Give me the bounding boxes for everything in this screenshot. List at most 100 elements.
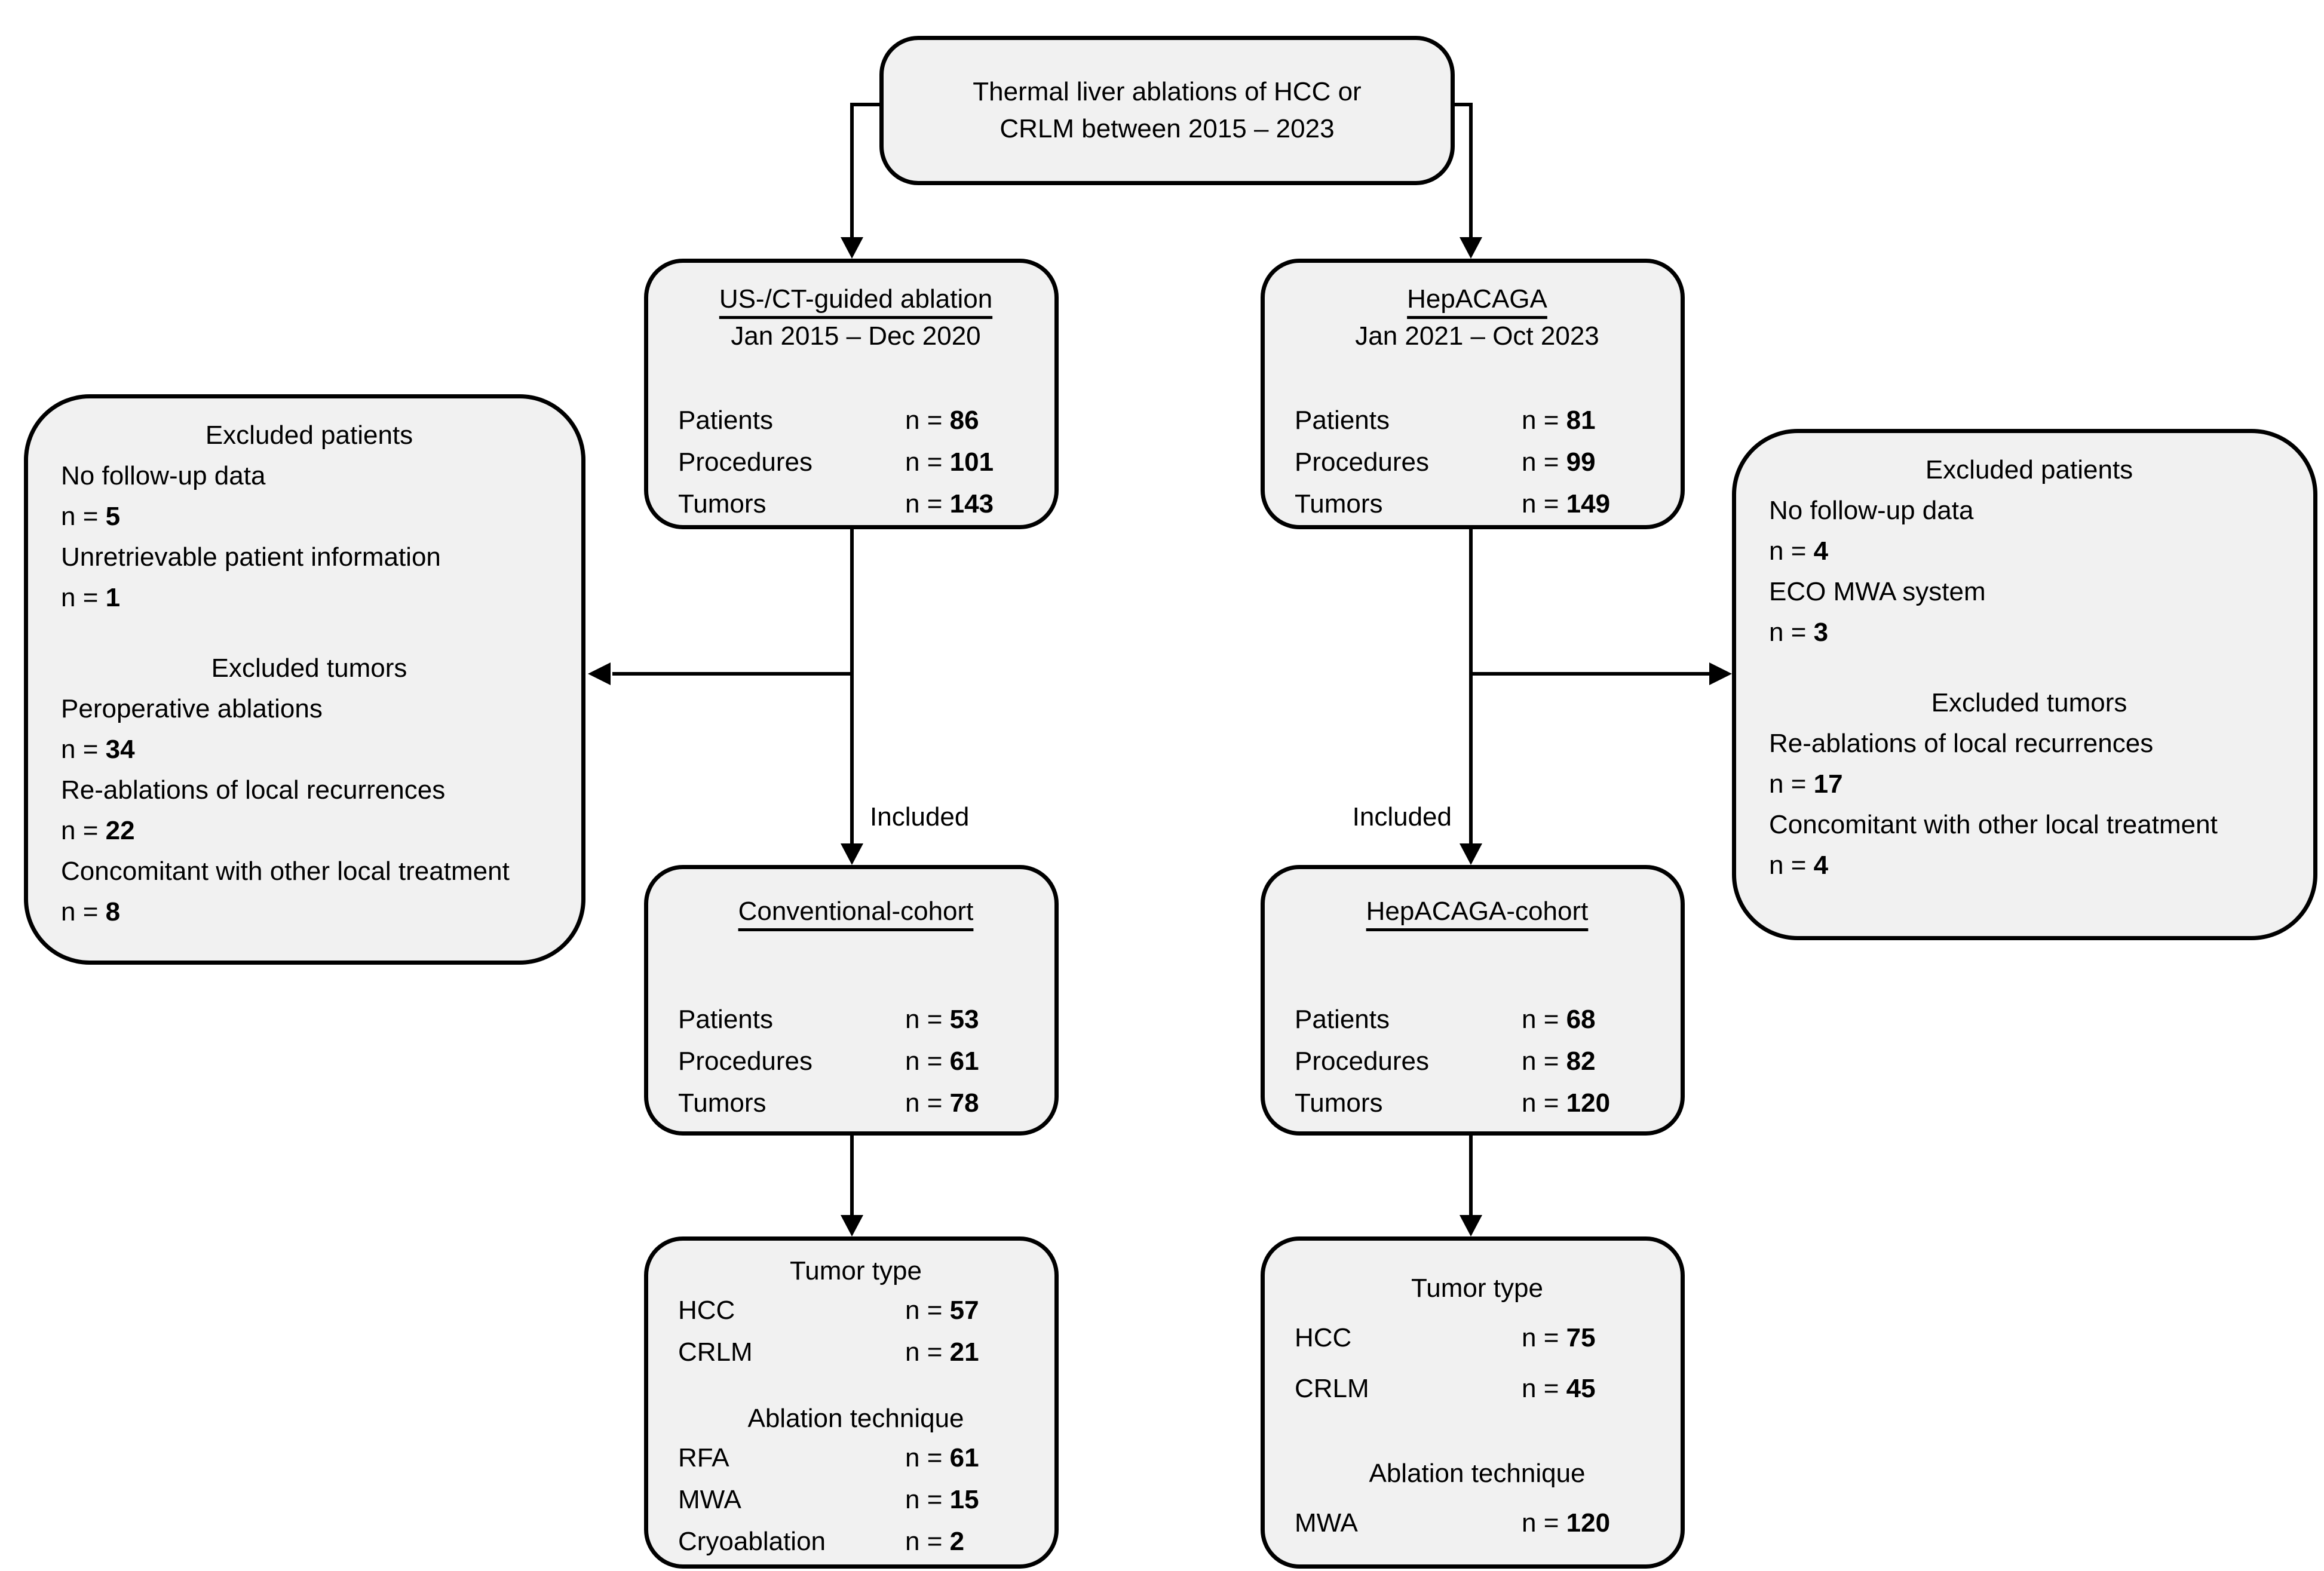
connector-root-to-conventional-source — [850, 103, 879, 239]
n-number: 120 — [1566, 1088, 1611, 1118]
excluded-patients-heading: Excluded patients — [205, 421, 413, 450]
arrowhead-down-icon — [841, 237, 863, 259]
arrowhead-left-icon — [588, 662, 611, 685]
n-prefix: n = — [905, 1088, 950, 1118]
n-number: 81 — [1566, 406, 1596, 435]
stat-value: n = 78 — [905, 1082, 1034, 1124]
n-prefix: n = — [1522, 1323, 1566, 1352]
excluded-item-text: ECO MWA system — [1769, 577, 1986, 606]
stat-label: MWA — [678, 1485, 741, 1514]
n-number: 8 — [105, 897, 121, 926]
n-prefix: n = — [1522, 1047, 1566, 1076]
n-number: 149 — [1566, 489, 1611, 518]
stat-row-procedures: Procedures n = 99 — [1295, 441, 1660, 483]
excluded-tumors-heading: Excluded tumors — [211, 653, 407, 683]
stat-label: Tumors — [678, 489, 767, 518]
n-number: 5 — [105, 502, 121, 531]
excluded-item-text: Re-ablations of local recurrences — [1769, 729, 2154, 758]
n-number: 22 — [105, 816, 135, 845]
conventional-tumor-type-stats: HCC n = 57 CRLM n = 21 — [678, 1290, 1034, 1373]
conventional-cohort-box: Conventional-cohort Patients n = 53 Proc… — [644, 865, 1059, 1136]
included-label-hepacaga: Included — [1352, 802, 1452, 831]
conventional-technique-stats: RFA n = 61 MWA n = 15 Cryoablation n = 2 — [678, 1437, 1034, 1563]
stat-row-tumors: Tumors n = 78 — [678, 1082, 1034, 1124]
n-number: 143 — [949, 489, 994, 518]
n-prefix: n = — [905, 447, 950, 477]
n-number: 75 — [1566, 1323, 1596, 1352]
excluded-item-count: n = 1 — [61, 578, 557, 618]
stat-value: n = 99 — [1522, 441, 1660, 483]
stat-label: Procedures — [1295, 1047, 1430, 1076]
n-number: 61 — [949, 1443, 979, 1472]
n-prefix: n = — [905, 1005, 950, 1034]
stat-value: n = 21 — [905, 1331, 1034, 1373]
excluded-item-count: n = 5 — [61, 496, 557, 537]
n-prefix: n = — [905, 1485, 950, 1514]
conventional-excluded-box: Excluded patients No follow-up data n = … — [24, 394, 585, 965]
n-number: 45 — [1566, 1374, 1596, 1403]
n-prefix: n = — [61, 897, 106, 926]
stat-row-mwa: MWA n = 120 — [1295, 1498, 1660, 1548]
stat-value: n = 61 — [905, 1041, 1034, 1082]
stat-value: n = 101 — [905, 441, 1034, 483]
n-prefix: n = — [1522, 1005, 1566, 1034]
n-number: 78 — [949, 1088, 979, 1118]
hepacaga-tumor-type-stats: HCC n = 75 CRLM n = 45 — [1295, 1312, 1660, 1414]
n-number: 99 — [1566, 447, 1596, 477]
n-prefix: n = — [1522, 1088, 1566, 1118]
n-number: 4 — [1813, 536, 1829, 566]
stat-row-rfa: RFA n = 61 — [678, 1437, 1034, 1479]
excluded-item-text: No follow-up data — [61, 461, 266, 490]
stat-label: Patients — [1295, 406, 1390, 435]
excluded-patients-heading: Excluded patients — [1925, 455, 2133, 484]
included-label-conventional: Included — [870, 802, 970, 831]
excluded-item-text: No follow-up data — [1769, 496, 1974, 525]
stat-label: HCC — [1295, 1323, 1352, 1352]
ablation-technique-heading: Ablation technique — [747, 1404, 964, 1433]
stat-label: Tumors — [1295, 489, 1383, 518]
stat-row-tumors: Tumors n = 149 — [1295, 483, 1660, 525]
stat-label: HCC — [678, 1296, 735, 1325]
stat-row-patients: Patients n = 81 — [1295, 400, 1660, 441]
stat-label: CRLM — [1295, 1374, 1369, 1403]
n-prefix: n = — [61, 502, 106, 531]
stat-label: Procedures — [678, 447, 813, 477]
n-prefix: n = — [905, 1296, 950, 1325]
arrowhead-down-icon — [1460, 1215, 1482, 1236]
n-prefix: n = — [905, 1527, 950, 1556]
stat-row-procedures: Procedures n = 82 — [1295, 1041, 1660, 1082]
stat-label: CRLM — [678, 1337, 753, 1367]
n-number: 57 — [949, 1296, 979, 1325]
stat-value: n = 81 — [1522, 400, 1660, 441]
excluded-item-count: n = 4 — [1769, 531, 2289, 572]
n-number: 21 — [949, 1337, 979, 1367]
excluded-item-text: Re-ablations of local recurrences — [61, 775, 446, 805]
stat-row-tumors: Tumors n = 143 — [678, 483, 1034, 525]
stat-value: n = 143 — [905, 483, 1034, 525]
stat-value: n = 120 — [1522, 1498, 1660, 1548]
root-box: Thermal liver ablations of HCC or CRLM b… — [879, 36, 1455, 185]
stat-label: Patients — [678, 1005, 773, 1034]
stat-label: Tumors — [1295, 1088, 1383, 1118]
n-number: 3 — [1813, 618, 1829, 647]
hepacaga-source-title: HepACAGA — [1407, 284, 1547, 314]
hepacaga-cohort-title: HepACAGA-cohort — [1366, 897, 1589, 926]
excluded-item-count: n = 17 — [1769, 764, 2289, 805]
stat-value: n = 15 — [905, 1479, 1034, 1521]
excluded-item-count: n = 22 — [61, 811, 557, 851]
excluded-item-count: n = 4 — [1769, 845, 2289, 886]
stat-row-patients: Patients n = 86 — [678, 400, 1034, 441]
ablation-technique-heading: Ablation technique — [1369, 1459, 1586, 1488]
hepacaga-technique-stats: MWA n = 120 — [1295, 1498, 1660, 1548]
n-prefix: n = — [905, 1047, 950, 1076]
stat-label: Procedures — [678, 1047, 813, 1076]
stat-value: n = 45 — [1522, 1363, 1660, 1414]
stat-value: n = 57 — [905, 1290, 1034, 1331]
excluded-tumors-heading: Excluded tumors — [1931, 688, 2127, 717]
arrowhead-down-icon — [1460, 237, 1482, 259]
n-number: 17 — [1813, 769, 1843, 799]
arrowhead-down-icon — [841, 843, 863, 865]
connector-root-to-hepacaga-source — [1455, 103, 1473, 239]
stat-row-crlm: CRLM n = 45 — [1295, 1363, 1660, 1414]
conventional-cohort-title: Conventional-cohort — [738, 897, 974, 926]
